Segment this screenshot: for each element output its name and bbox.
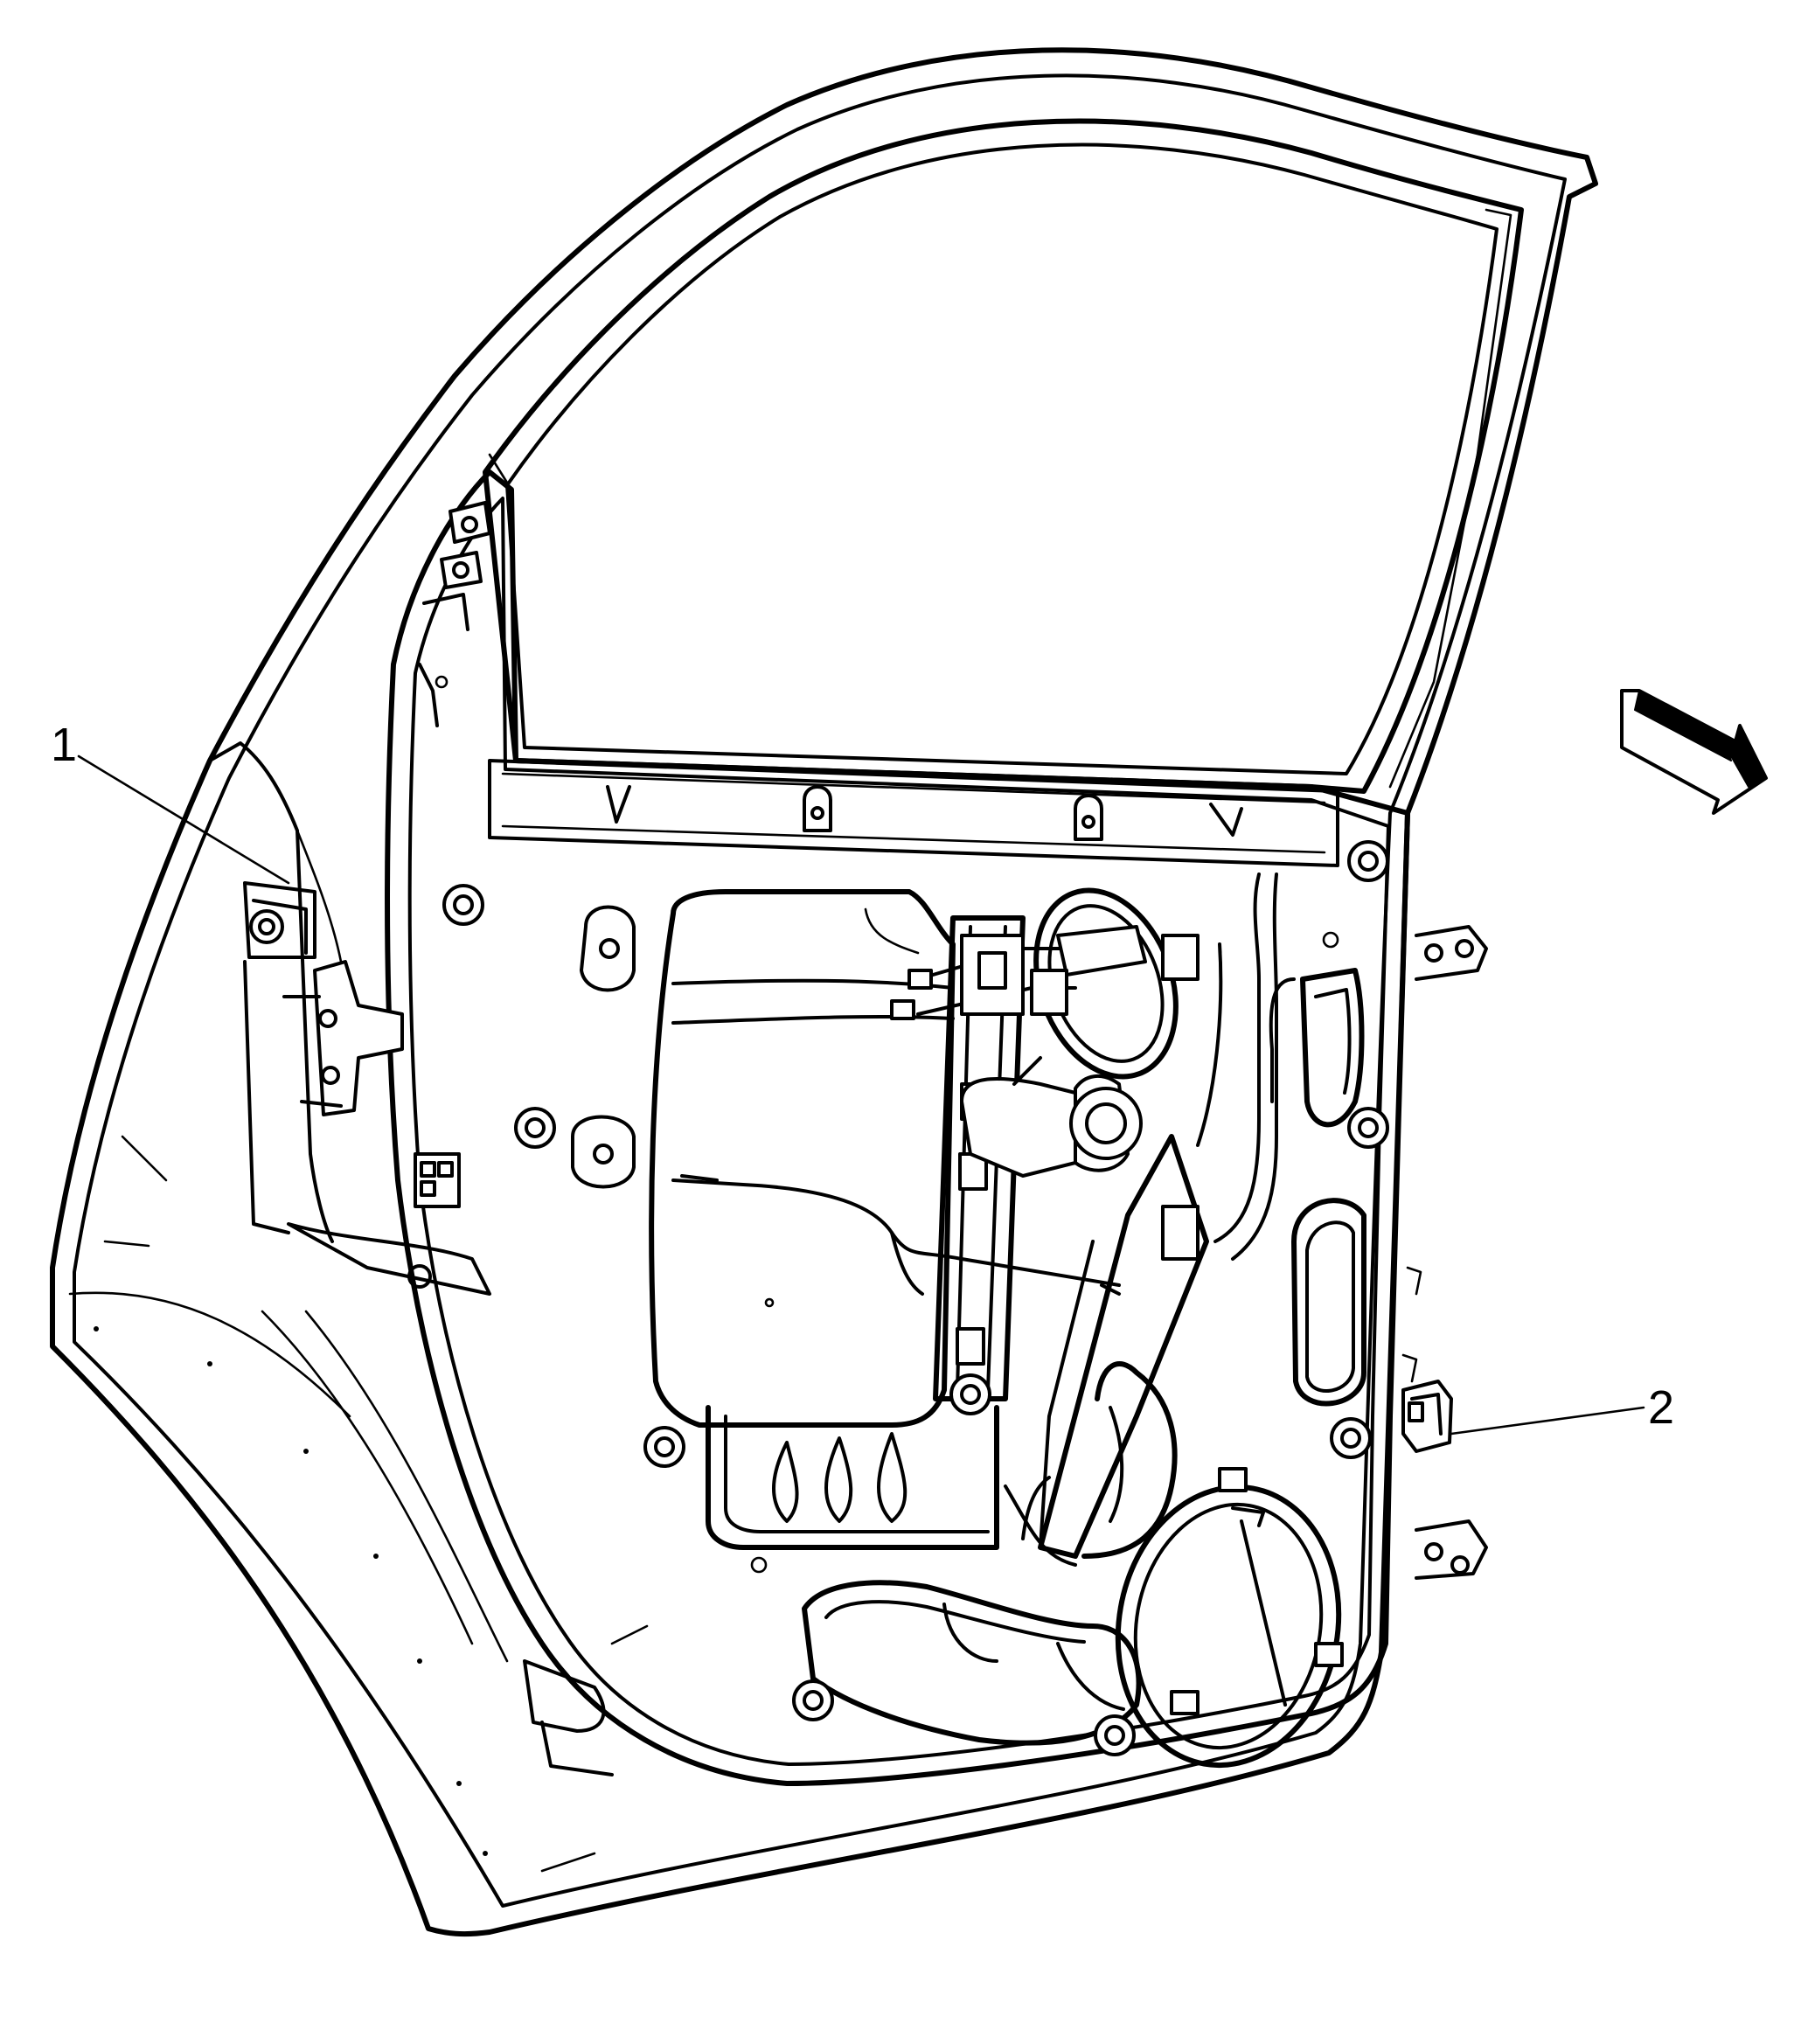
hinge-pillar bbox=[208, 741, 343, 1243]
upper-left-window-clips bbox=[418, 501, 491, 727]
fastener-hole bbox=[514, 1107, 556, 1149]
fastener-hole bbox=[442, 884, 484, 926]
fastener-hole bbox=[949, 1373, 991, 1415]
callout-1-label: 1 bbox=[51, 719, 77, 771]
callout-1-leader bbox=[77, 754, 290, 885]
window-frame bbox=[483, 118, 1524, 794]
left-skin-detail bbox=[68, 1135, 649, 1873]
regulator-access-hole bbox=[649, 889, 956, 1428]
callout-2-leader bbox=[1450, 1406, 1645, 1436]
lower-access-opening bbox=[706, 1361, 1178, 1559]
callout-2-label: 2 bbox=[1648, 1381, 1674, 1434]
door-latch-connector bbox=[1401, 1380, 1453, 1453]
fastener-hole bbox=[792, 1679, 834, 1721]
inner-door-panel bbox=[385, 469, 1410, 1786]
fastener-holes bbox=[249, 840, 1389, 1756]
fastener-hole bbox=[1330, 1417, 1372, 1459]
door-outer-shell bbox=[50, 47, 1598, 1937]
lower-latch-plate bbox=[414, 1152, 461, 1208]
fastener-hole bbox=[1347, 1107, 1389, 1149]
lower-trim-channel bbox=[802, 1580, 1142, 1746]
upper-right-panel-ribs bbox=[1213, 873, 1366, 1407]
window-regulator bbox=[671, 887, 1223, 1567]
right-edge-latch-area bbox=[1401, 925, 1488, 1580]
fastener-hole bbox=[1094, 1714, 1136, 1756]
callout-1: 1 bbox=[51, 719, 290, 885]
upper-hinge bbox=[282, 960, 404, 1116]
fastener-hole bbox=[249, 909, 284, 944]
callout-2: 2 bbox=[1450, 1381, 1674, 1436]
fastener-hole bbox=[643, 1426, 685, 1468]
front-direction-arrow-icon bbox=[1620, 689, 1768, 815]
speaker-opening bbox=[1115, 1467, 1344, 1769]
belt-line-channel bbox=[488, 759, 1339, 867]
fastener-hole bbox=[1347, 840, 1389, 882]
panel-tabs bbox=[571, 905, 1339, 1574]
